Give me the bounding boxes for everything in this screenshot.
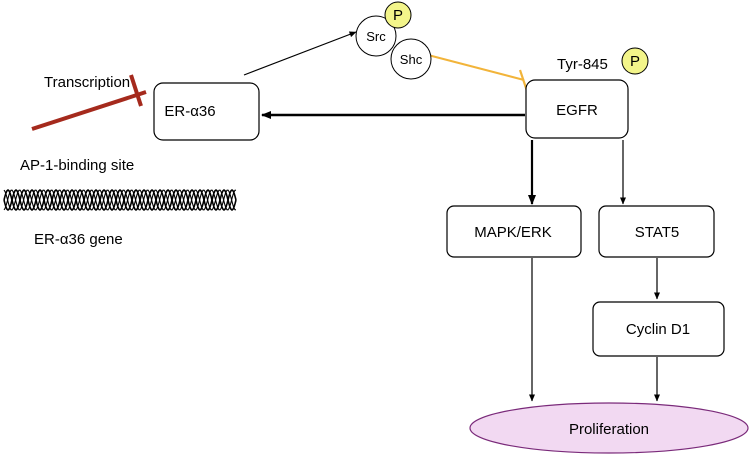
node-egfr [525,79,629,139]
node-mapk-erk-label: MAPK/ERK [474,224,552,241]
edge-shc-inhibits-egfr [427,54,525,81]
src-phospho-label: P [393,7,403,24]
node-stat5-label: STAT5 [635,224,679,241]
node-proliferation-label: Proliferation [569,421,649,438]
node-stat5 [598,205,715,258]
node-src-label: Src [366,29,386,44]
egfr-phospho-label: P [630,53,640,70]
ap1-site-label: AP-1-binding site [20,157,134,174]
dna-helix-icon [3,188,237,212]
node-egfr-label: EGFR [556,102,598,119]
node-shc [390,38,432,80]
edge-er-inhibits-transcription-bar [129,74,143,107]
dna-strand [3,189,237,211]
node-cyclin-d1 [592,301,725,357]
node-mapk-erk [446,205,582,258]
node-er-alpha36 [153,82,260,141]
er-gene-label: ER-α36 gene [34,231,123,248]
edge-er-to-src [243,31,357,76]
node-shc-label: Shc [400,52,423,67]
dna-strand [3,188,237,212]
tyr845-label: Tyr-845 [557,56,608,73]
node-proliferation [469,402,749,454]
node-er-alpha36-label: ER-α36 [164,103,215,120]
src-phospho-badge [384,1,412,29]
dna-strand [3,189,237,211]
transcription-label: Transcription [44,74,130,91]
egfr-phospho-badge [621,47,649,75]
node-src [355,15,397,57]
edge-er-inhibits-transcription [31,90,147,131]
dna-strand [3,188,237,212]
node-cyclin-d1-label: Cyclin D1 [626,321,690,338]
